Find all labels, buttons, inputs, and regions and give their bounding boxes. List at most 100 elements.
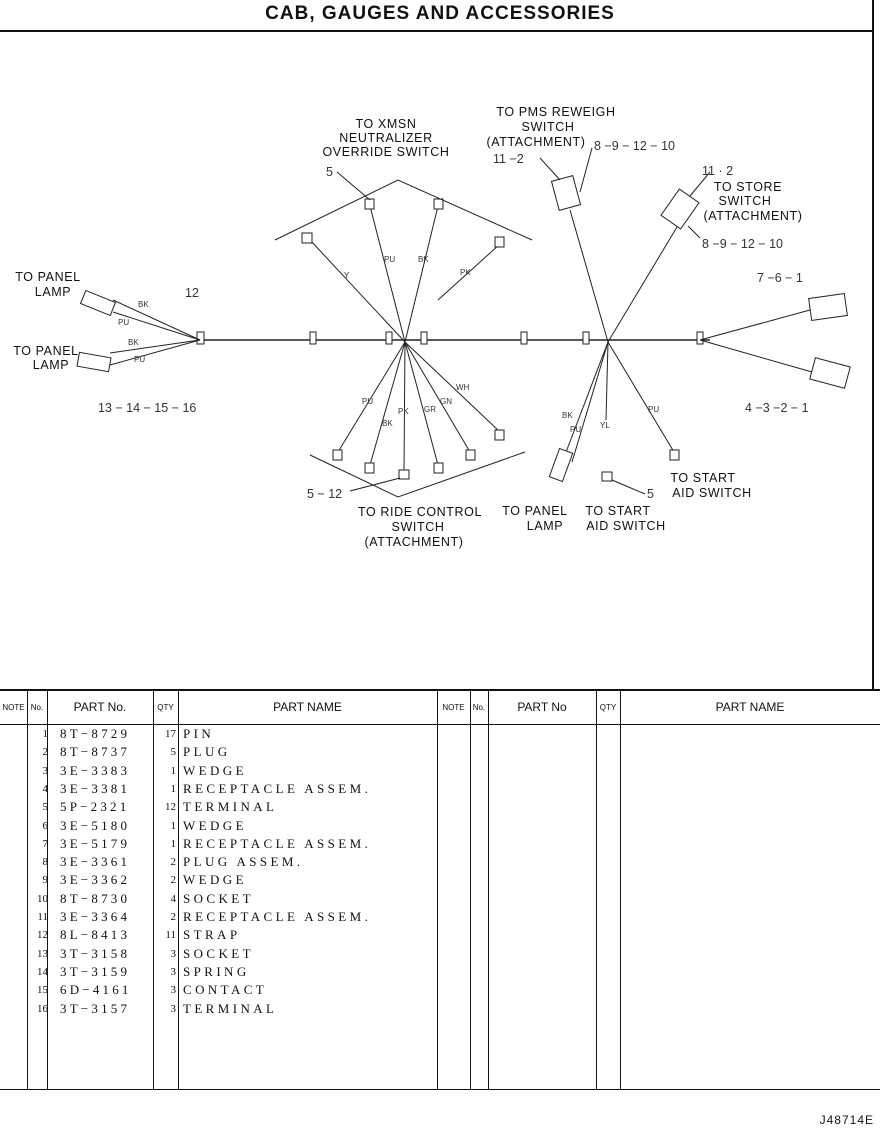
label-start-aid-1b: AID SWITCH [586,519,666,533]
ref-4-3-2-1: 4 −3 −2 − 1 [745,401,809,415]
item-number: 2 [42,746,49,759]
ref-8-9-12-10-store: 8 −9 − 12 − 10 [702,237,783,251]
quantity: 11 [165,929,176,942]
col-note [0,691,28,1089]
pms-switch-connector [550,175,582,211]
part-name: CONTACT [183,982,268,998]
col-qty-r [596,691,621,1089]
label-xmsn-3: OVERRIDE SWITCH [322,145,449,159]
receptacle-4 [809,357,851,389]
label-xmsn-1: TO XMSN [356,117,417,131]
part-number: 3E−3361 [60,854,131,870]
part-number: 3E−3364 [60,909,131,924]
ref-5-bottom: 5 [647,487,654,501]
parts-list-table: NOTE No. PART No. QTY PART NAME NOTE No.… [0,689,880,1090]
item-number: 15 [37,984,48,997]
connector [696,331,704,345]
label-panel-lamp-1a: TO PANEL [15,270,80,284]
connector [582,331,590,345]
header-part-name-r: PART NAME [620,691,880,725]
group-bracket [309,451,526,498]
wire [699,339,813,373]
label-store-1: TO STORE [714,180,782,194]
panel-lamp-connector [79,289,117,317]
wire-bk [109,339,201,354]
quantity: 4 [170,892,177,905]
wiring-harness-diagram: TO XMSN NEUTRALIZER OVERRIDE SWITCH TO P… [13,105,851,549]
ref-5-12: 5 − 12 [307,487,342,501]
quantity: 1 [170,764,177,777]
item-number: 1 [42,728,49,740]
col-part-no [47,691,154,1089]
wire-bk [562,341,609,461]
part-number: 3E−5180 [60,817,131,833]
wire-code-bk: BK [128,338,139,347]
item-number: 9 [42,874,49,887]
wire-code-pk: PK [398,407,409,416]
label-ride-2: SWITCH [392,520,445,534]
panel-lamp-connector [76,351,112,373]
label-panel-lamp-3a: TO PANEL [502,504,567,518]
header-qty-r: QTY [596,691,620,725]
terminal [364,198,375,210]
label-pms-1: TO PMS REWEIGH [496,105,615,119]
wire-pk [437,243,501,301]
part-number: 3T−3159 [60,963,131,979]
label-pms-2: SWITCH [522,120,575,134]
part-number: 3E−3383 [60,762,131,778]
quantity: 2 [170,911,177,923]
connector [420,331,428,345]
terminal [398,469,410,480]
col-note-r [437,691,471,1089]
terminal [433,198,444,210]
part-number: 8T−8729 [60,726,131,741]
wire-code-gn: GN [440,397,452,406]
receptacle-7 [808,293,848,321]
terminal [669,449,680,461]
wire-code-bk: BK [138,300,149,309]
wire-code-bk: BK [418,255,429,264]
wire-code-bk: BK [562,411,573,420]
header-qty: QTY [153,691,178,725]
terminal [301,232,313,244]
item-number: 3 [42,764,49,777]
store-switch-connector [660,188,700,230]
quantity: 2 [170,874,177,887]
wire-pk [403,341,406,471]
label-ride-1: TO RIDE CONTROL [358,505,482,519]
label-start-aid-2a: TO START [670,471,735,485]
part-number: 8T−8737 [60,744,131,760]
col-part-no-r [488,691,597,1089]
item-number: 10 [37,892,48,905]
connector [196,331,205,345]
part-name: SPRING [183,963,250,979]
label-ride-3: (ATTACHMENT) [364,535,463,549]
wire-code-pu: PU [384,255,395,264]
part-name: PLUG ASSEM. [183,854,304,870]
item-number: 11 [37,911,48,923]
label-store-2: SWITCH [719,194,772,208]
wire-pu [607,341,675,453]
ref-11-2-pms: 11 −2 [493,152,524,166]
label-start-aid-2b: AID SWITCH [672,486,752,500]
header-part-no-r: PART No [488,691,596,725]
part-name: TERMINAL [183,1000,278,1016]
terminal [601,471,613,482]
label-pms-3: (ATTACHMENT) [486,135,585,149]
quantity: 12 [165,801,176,814]
part-name: WEDGE [183,872,247,888]
part-name: PIN [183,726,215,741]
terminal [465,449,476,461]
quantity: 3 [170,965,177,978]
ref-8-9-12-10-pms: 8 −9 − 12 − 10 [594,139,675,153]
ref-7-6-1: 7 −6 − 1 [757,271,803,285]
wire-code-pu: PU [118,318,129,327]
terminal [494,236,505,248]
